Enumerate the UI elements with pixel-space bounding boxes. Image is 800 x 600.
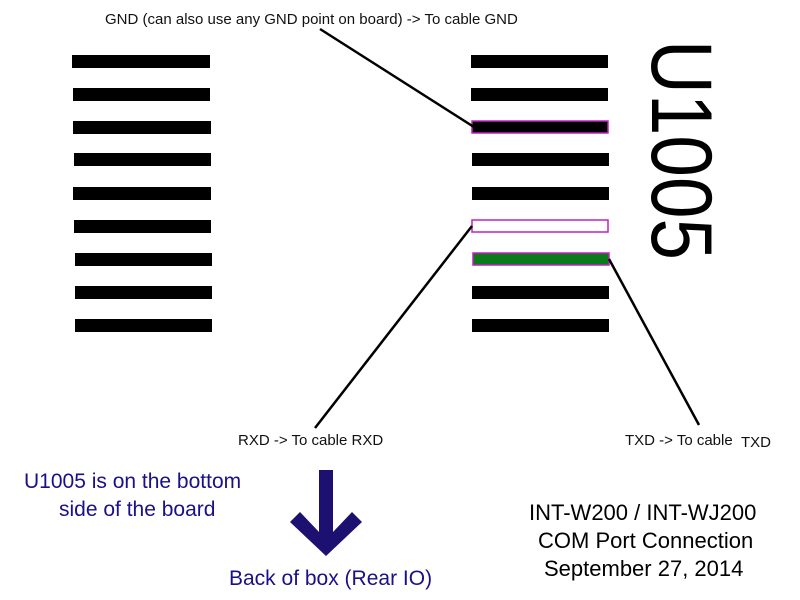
title-date: September 27, 2014 [544, 556, 743, 581]
left-pin-3 [73, 121, 211, 134]
left-pin-9 [75, 319, 212, 332]
title-line-2: COM Port Connection [538, 528, 753, 553]
bottom-side-note-line-1: U1005 is on the bottom [24, 470, 241, 493]
right-pin-4 [472, 153, 609, 166]
gnd-leader-line [319, 27, 475, 129]
component-designator: U1005 [633, 40, 729, 260]
bottom-side-note-line-2: side of the board [59, 498, 215, 521]
txd-pin [472, 252, 610, 266]
right-pin-row [471, 55, 610, 332]
right-pin-9 [472, 319, 609, 332]
left-pin-8 [75, 286, 212, 299]
left-pin-4 [74, 153, 211, 166]
left-pin-2 [73, 88, 210, 101]
rxd-label: RXD -> To cable RXD [238, 432, 383, 449]
txd-leader-line [607, 258, 701, 426]
left-pin-row [72, 55, 212, 332]
txd-label-suffix: TXD [741, 434, 771, 451]
rxd-leader-line [314, 225, 473, 429]
arrow-down-icon [290, 470, 362, 556]
title-line-1: INT-W200 / INT-WJ200 [529, 500, 756, 525]
right-pin-8 [472, 286, 609, 299]
right-pin-2 [471, 88, 608, 101]
left-pin-6 [74, 220, 211, 233]
right-pin-1 [471, 55, 608, 68]
gnd-pin [471, 120, 609, 134]
right-pin-5 [472, 187, 609, 200]
gnd-label: GND (can also use any GND point on board… [105, 11, 518, 28]
left-pin-1 [72, 55, 210, 68]
txd-label: TXD -> To cable [625, 432, 733, 449]
left-pin-5 [73, 187, 211, 200]
left-pin-7 [75, 253, 212, 266]
rxd-pin [471, 219, 609, 233]
rear-io-label: Back of box (Rear IO) [229, 567, 432, 590]
